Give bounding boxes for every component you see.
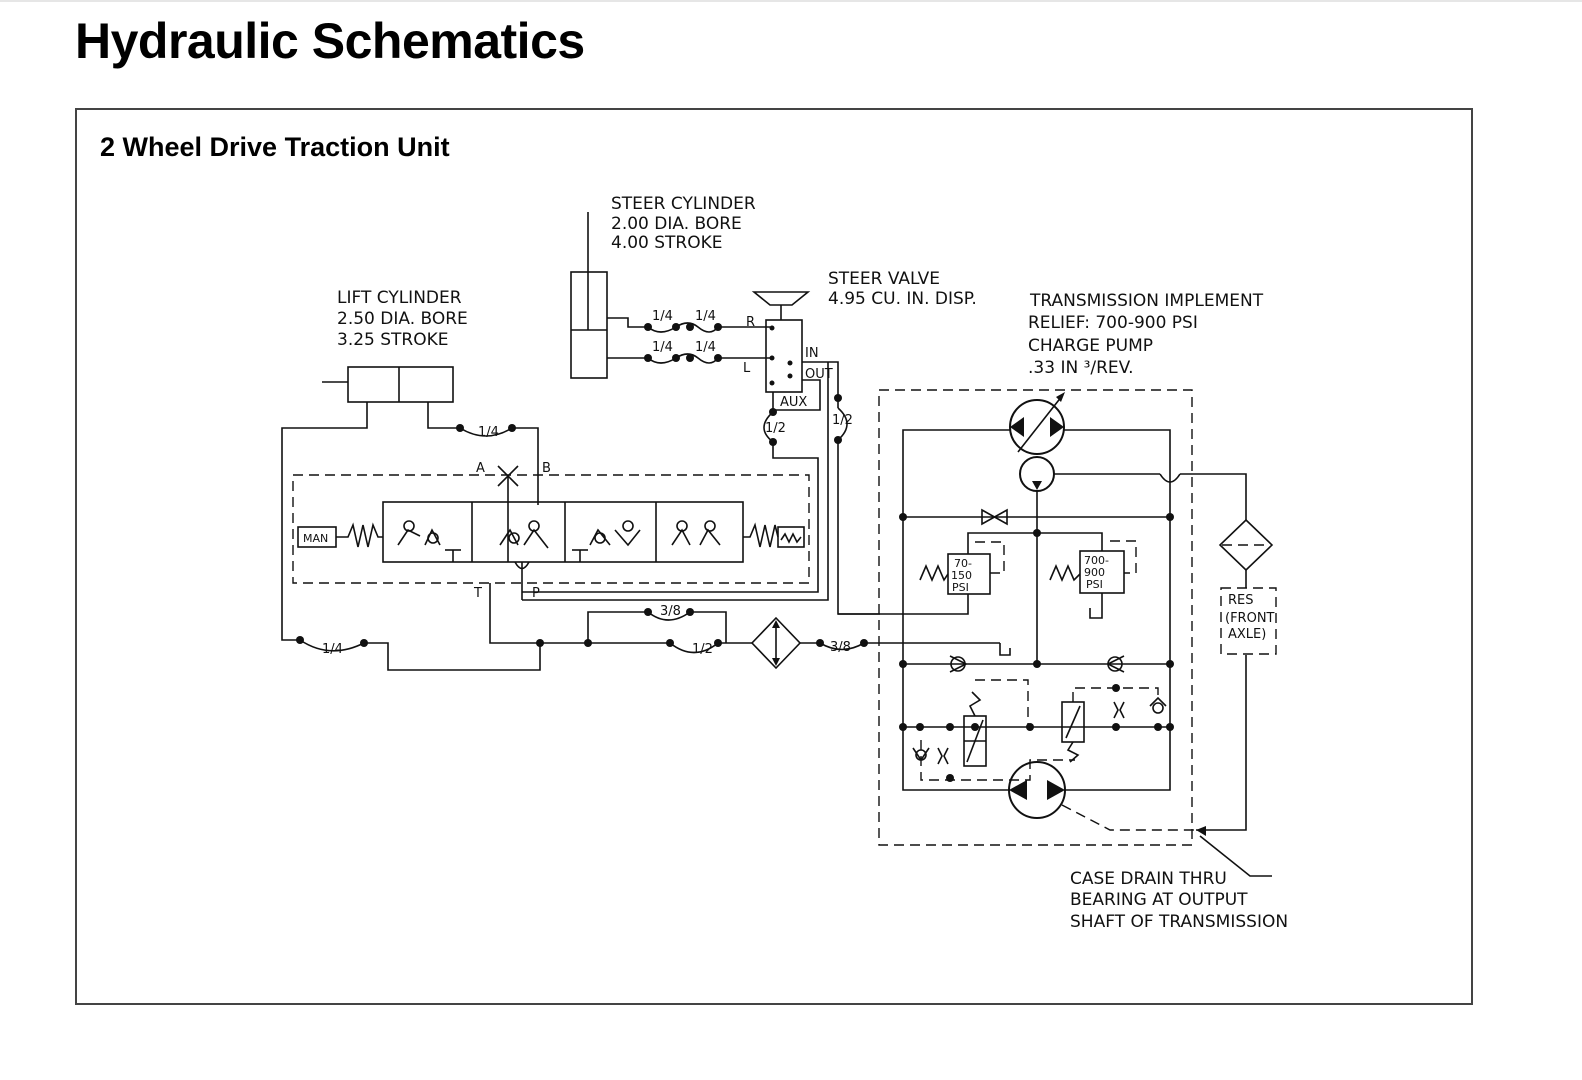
- transmission-label-3: CHARGE PUMP: [1028, 336, 1153, 356]
- port-aux: AUX: [780, 395, 807, 410]
- relief-high-2: 900: [1084, 566, 1105, 579]
- lift-cylinder-label-3: 3.25 STROKE: [337, 330, 449, 350]
- port-r: R: [746, 315, 755, 330]
- steer-valve-label-2: 4.95 CU. IN. DISP.: [828, 289, 977, 309]
- lift-cylinder-label-1: LIFT CYLINDER: [337, 288, 462, 308]
- top-rule: [0, 0, 1582, 2]
- transmission-label-2: RELIEF: 700-900 PSI: [1028, 313, 1198, 333]
- hose-steer-r-2: 1/4: [695, 309, 716, 324]
- case-drain-label-2: BEARING AT OUTPUT: [1070, 890, 1248, 910]
- steer-cylinder-label: STEER CYLINDER 2.00 DIA. BORE 4.00 STROK…: [611, 194, 756, 253]
- steer-valve-label-1: STEER VALVE: [828, 269, 940, 289]
- steer-lines: 1/4 1/4 1/4 1/4: [607, 309, 770, 364]
- lift-cylinder-label-2: 2.50 DIA. BORE: [337, 309, 468, 329]
- section-title: 2 Wheel Drive Traction Unit: [100, 132, 450, 162]
- relief-low-1: 70-: [954, 557, 972, 570]
- port-a: A: [476, 461, 485, 476]
- hose-steer-l-1: 1/4: [652, 340, 673, 355]
- hose-trans-in: 3/8: [830, 640, 851, 655]
- hose-lift: 1/4: [478, 425, 499, 440]
- hose-pressure-filter: 3/8: [660, 604, 681, 619]
- man-actuator: MAN: [303, 532, 328, 545]
- lift-cylinder-label: LIFT CYLINDER 2.50 DIA. BORE 3.25 STROKE: [337, 288, 468, 350]
- hose-steer-r-1: 1/4: [652, 309, 673, 324]
- transmission-label-4: .33 IN ³/REV.: [1028, 358, 1134, 378]
- relief-low-3: PSI: [952, 581, 969, 594]
- case-drain-label-3: SHAFT OF TRANSMISSION: [1070, 912, 1288, 932]
- reservoir-label-3: AXLE): [1228, 627, 1266, 642]
- steer-cylinder-label-2: 2.00 DIA. BORE: [611, 214, 742, 234]
- control-valve: MAN A B T P: [292, 461, 810, 644]
- port-b: B: [542, 461, 551, 476]
- case-drain-label: CASE DRAIN THRU BEARING AT OUTPUT SHAFT …: [1070, 835, 1288, 932]
- steer-valve-label: STEER VALVE 4.95 CU. IN. DISP.: [828, 269, 977, 309]
- port-in: IN: [805, 346, 819, 361]
- hose-main-return: 1/2: [692, 642, 713, 657]
- port-l: L: [743, 361, 751, 376]
- reservoir: RES (FRONT AXLE): [1218, 518, 1277, 655]
- transmission: 70- 150 PSI 700- 900 PSI: [838, 389, 1247, 846]
- schematic-frame: [75, 108, 1473, 1005]
- transmission-label: TRANSMISSION IMPLEMENT RELIEF: 700-900 P…: [1028, 291, 1264, 378]
- port-p: P: [532, 586, 540, 601]
- hose-aux: 1/2: [765, 421, 786, 436]
- port-t: T: [473, 586, 482, 601]
- steer-cylinder: [570, 212, 608, 379]
- case-drain-label-1: CASE DRAIN THRU: [1070, 869, 1227, 889]
- reservoir-label-2: (FRONT: [1225, 611, 1275, 626]
- page-title: Hydraulic Schematics: [75, 13, 585, 69]
- hose-return: 1/4: [322, 642, 343, 657]
- steer-valve-lines: 1/2 1/2: [522, 361, 880, 615]
- relief-high-3: PSI: [1086, 578, 1103, 591]
- hose-steer-l-2: 1/4: [695, 340, 716, 355]
- steer-cylinder-label-3: 4.00 STROKE: [611, 233, 723, 253]
- relief-low-2: 150: [951, 569, 972, 582]
- main-lines: 1/4 1/2 3/8 3/8: [296, 604, 1011, 671]
- lift-cylinder: 1/4: [281, 366, 539, 641]
- steer-valve: R L IN OUT AUX: [743, 291, 833, 410]
- relief-high-1: 700-: [1084, 554, 1109, 567]
- port-out: OUT: [805, 367, 833, 382]
- transmission-label-1: TRANSMISSION IMPLEMENT: [1029, 291, 1264, 311]
- steer-cylinder-label-1: STEER CYLINDER: [611, 194, 756, 214]
- reservoir-label-1: RES: [1228, 593, 1254, 608]
- hose-out: 1/2: [832, 413, 853, 428]
